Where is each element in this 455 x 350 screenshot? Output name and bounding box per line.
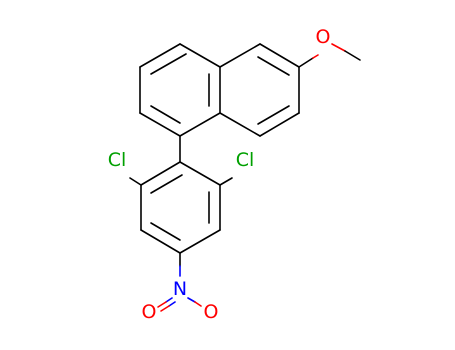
bond	[160, 305, 170, 312]
nitro-group: N O O	[142, 252, 219, 323]
bond	[129, 177, 142, 186]
oxygen-methoxy-label: O	[316, 26, 331, 48]
bond	[219, 43, 261, 68]
bond	[139, 43, 181, 68]
bond	[157, 301, 167, 308]
bond	[259, 43, 300, 68]
chlorine-left-label: Cl	[108, 149, 127, 171]
nitrogen-label: N	[173, 278, 187, 300]
bond	[179, 112, 221, 137]
bond-inner	[150, 222, 181, 241]
bond	[168, 301, 176, 307]
chlorine-left: Cl	[108, 149, 142, 186]
bond	[139, 112, 181, 137]
bond-inner	[150, 174, 183, 194]
bond-inner	[150, 53, 187, 75]
bond	[194, 301, 202, 307]
bond	[179, 43, 221, 68]
bond-inner	[257, 56, 290, 76]
bond	[344, 50, 361, 61]
methoxy-group: O	[298, 26, 361, 68]
bond	[219, 177, 233, 186]
chlorine-right-label: Cl	[236, 149, 255, 171]
bond	[331, 43, 346, 52]
bond	[298, 57, 314, 68]
bond	[187, 297, 196, 303]
bond	[179, 229, 221, 254]
naphthalene-ring-right	[219, 43, 300, 137]
bond-inner	[257, 105, 290, 125]
chlorine-right: Cl	[219, 149, 255, 186]
naphthalene-ring-left	[139, 43, 221, 137]
oxygen-right-label: O	[204, 301, 219, 323]
bond	[165, 297, 173, 303]
bond	[312, 54, 319, 59]
bond	[140, 161, 181, 186]
bond-inner	[150, 105, 181, 124]
bond	[179, 161, 221, 186]
bond	[259, 112, 300, 137]
bond	[140, 229, 181, 254]
phenyl-ring	[140, 161, 221, 254]
bond	[219, 112, 261, 137]
oxygen-left-label: O	[142, 301, 157, 323]
